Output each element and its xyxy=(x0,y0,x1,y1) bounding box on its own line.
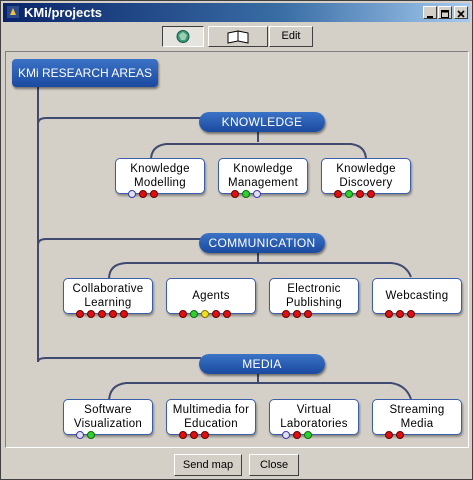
project-dot-red[interactable] xyxy=(385,310,393,318)
project-dots xyxy=(231,190,261,198)
project-dot-grey[interactable] xyxy=(282,431,290,439)
node-label: Knowledge Management xyxy=(227,163,299,189)
project-dot-green[interactable] xyxy=(304,431,312,439)
node-software-visualization[interactable]: Software Visualization xyxy=(63,399,153,439)
project-dot-red[interactable] xyxy=(76,310,84,318)
project-dot-red[interactable] xyxy=(334,190,342,198)
node-knowledge-modelling[interactable]: Knowledge Modelling xyxy=(115,158,205,198)
node-knowledge-management[interactable]: Knowledge Management xyxy=(218,158,308,198)
project-dots xyxy=(76,431,95,439)
node-electronic-publishing[interactable]: Electronic Publishing xyxy=(269,278,359,318)
category-communication[interactable]: COMMUNICATION xyxy=(199,233,325,253)
project-dot-red[interactable] xyxy=(190,431,198,439)
maximize-button[interactable] xyxy=(438,6,452,19)
node-streaming-media[interactable]: Streaming Media xyxy=(372,399,462,439)
node-knowledge-discovery[interactable]: Knowledge Discovery xyxy=(321,158,411,198)
project-dot-red[interactable] xyxy=(98,310,106,318)
project-dot-red[interactable] xyxy=(231,190,239,198)
project-dot-red[interactable] xyxy=(223,310,231,318)
root-node[interactable]: KMi RESEARCH AREAS xyxy=(12,59,158,87)
project-dot-red[interactable] xyxy=(293,431,301,439)
edit-button[interactable]: Edit xyxy=(269,26,313,47)
project-dots xyxy=(282,431,312,439)
project-dot-grey[interactable] xyxy=(76,431,84,439)
map-view-icon xyxy=(176,30,190,43)
project-dots xyxy=(128,190,158,198)
node-label: Agents xyxy=(192,290,230,302)
book-icon xyxy=(227,30,249,44)
project-dots xyxy=(179,310,231,318)
project-dot-red[interactable] xyxy=(407,310,415,318)
node-label: Knowledge Modelling xyxy=(130,163,190,189)
project-dot-red[interactable] xyxy=(150,190,158,198)
project-dot-green[interactable] xyxy=(190,310,198,318)
project-dot-grey[interactable] xyxy=(253,190,261,198)
category-knowledge[interactable]: KNOWLEDGE xyxy=(199,112,325,132)
node-label: Streaming Media xyxy=(389,404,445,430)
node-webcasting[interactable]: Webcasting xyxy=(372,278,462,318)
node-label: Virtual Laboratories xyxy=(280,404,348,430)
project-dots xyxy=(334,190,375,198)
project-dot-red[interactable] xyxy=(396,310,404,318)
maximize-icon xyxy=(441,10,449,18)
project-dots xyxy=(179,431,209,439)
project-dot-red[interactable] xyxy=(179,310,187,318)
project-dot-red[interactable] xyxy=(356,190,364,198)
project-dot-grey[interactable] xyxy=(128,190,136,198)
node-label: Multimedia for Education xyxy=(172,404,250,430)
project-dot-yellow[interactable] xyxy=(201,310,209,318)
project-dot-red[interactable] xyxy=(212,310,220,318)
node-virtual-laboratories[interactable]: Virtual Laboratories xyxy=(269,399,359,439)
node-label: Software Visualization xyxy=(73,404,143,430)
close-window-button[interactable] xyxy=(454,6,468,19)
project-dot-red[interactable] xyxy=(109,310,117,318)
node-label: Electronic Publishing xyxy=(285,283,343,309)
map-view-button[interactable] xyxy=(162,26,204,47)
node-multimedia-for-education[interactable]: Multimedia for Education xyxy=(166,399,256,439)
project-dot-red[interactable] xyxy=(304,310,312,318)
project-dot-green[interactable] xyxy=(87,431,95,439)
title-bar[interactable]: KMi/projects xyxy=(3,3,470,22)
node-label: Collaborative Learning xyxy=(72,283,144,309)
minimize-button[interactable] xyxy=(423,6,437,19)
project-dot-red[interactable] xyxy=(396,431,404,439)
project-dot-red[interactable] xyxy=(120,310,128,318)
project-dot-red[interactable] xyxy=(87,310,95,318)
project-dots xyxy=(385,431,404,439)
node-label: Knowledge Discovery xyxy=(336,163,396,189)
book-view-button[interactable] xyxy=(208,26,268,47)
toolbar: Edit xyxy=(1,23,472,49)
project-dots xyxy=(282,310,312,318)
project-dots xyxy=(385,310,415,318)
project-dots xyxy=(76,310,128,318)
project-dot-green[interactable] xyxy=(345,190,353,198)
close-icon xyxy=(457,10,465,18)
map-connectors xyxy=(37,87,412,403)
node-label: Webcasting xyxy=(385,290,449,302)
close-button[interactable]: Close xyxy=(249,454,299,476)
app-icon xyxy=(7,6,19,18)
minimize-icon xyxy=(427,16,433,18)
project-dot-red[interactable] xyxy=(201,431,209,439)
project-dot-red[interactable] xyxy=(367,190,375,198)
category-media[interactable]: MEDIA xyxy=(199,354,325,374)
project-dot-red[interactable] xyxy=(385,431,393,439)
concept-map-canvas: KMi RESEARCH AREAS KNOWLEDGE COMMUNICATI… xyxy=(5,51,469,448)
node-collaborative-learning[interactable]: Collaborative Learning xyxy=(63,278,153,318)
project-dot-red[interactable] xyxy=(139,190,147,198)
project-dot-red[interactable] xyxy=(293,310,301,318)
project-dot-red[interactable] xyxy=(179,431,187,439)
send-map-button[interactable]: Send map xyxy=(174,454,242,476)
node-agents[interactable]: Agents xyxy=(166,278,256,318)
project-dot-red[interactable] xyxy=(282,310,290,318)
window-title: KMi/projects xyxy=(24,5,103,20)
project-dot-green[interactable] xyxy=(242,190,250,198)
